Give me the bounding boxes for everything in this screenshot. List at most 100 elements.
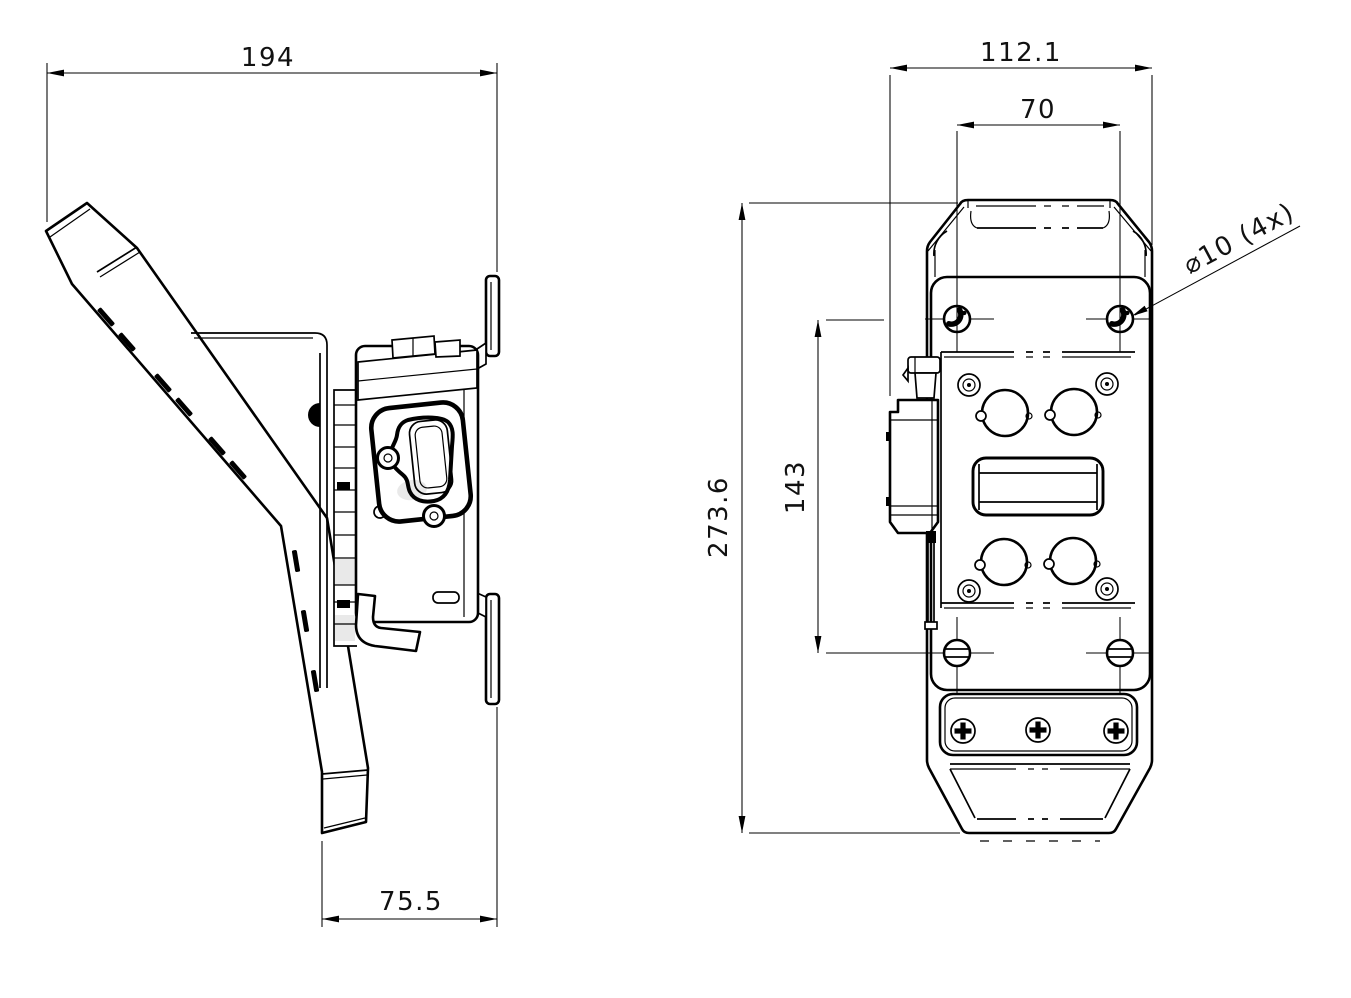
keying-nub [1025,412,1033,420]
dome-notch [1125,310,1130,316]
arrowhead [814,320,822,337]
dimension-112-1-label: 112.1 [980,38,1062,68]
slot-bars [979,472,1097,503]
connector-hole-top-right [1044,387,1102,437]
panel-screw-top-right [1095,372,1119,396]
grip-rib [175,397,193,417]
slot-outer [971,456,1105,517]
foot-seam-inner [322,774,368,780]
handle-slot [971,456,1105,517]
panel-screw-top-left [957,373,981,397]
connector-wedge [901,365,909,384]
hole-callout-label: ⌀10 (4x) [1179,197,1300,280]
latch-top-bar-seam [357,368,478,382]
keying-notch [1043,558,1055,570]
flange-tab-lower [484,592,501,706]
dimension-75-5: 75.5 [321,707,498,927]
connector-hole-bottom-left [974,537,1032,587]
grip-rib [97,307,115,327]
keying-nub [1024,561,1032,569]
inspection-window [408,419,454,495]
screw-mid [1100,377,1114,391]
dimension-273-6: 273.6 [704,202,960,834]
gasket-outline [388,415,455,504]
bottom-cap [949,763,1131,842]
screw-dot [1105,382,1109,386]
flange-tab-upper [484,274,501,358]
pad-end-inner-line [49,208,91,238]
leader-arrowhead [1132,305,1148,316]
panel-screw-bottom-left [957,579,981,603]
wall-flange [484,274,501,706]
window-outer [408,419,454,495]
rail-shade [335,615,355,641]
foot-seam [321,769,369,775]
arrowhead [322,915,339,923]
keying-nub [1094,411,1102,419]
dome-notch [962,310,967,316]
arrowhead [738,203,746,220]
connector-hole [979,537,1029,587]
panel-screw-bottom-right [1095,577,1119,601]
screw-ring [422,504,446,528]
rail-shade [335,559,355,585]
arrowhead [480,915,497,923]
phillips-plate [938,692,1139,757]
connector-flange [907,356,941,374]
dimension-194-label: 194 [241,43,295,73]
phillips-cross [1035,721,1041,739]
gasket-shade [397,479,427,501]
side-view: 194 75.5 [44,43,501,927]
dimension-70: 70 [956,95,1121,352]
grip-rib [229,460,247,480]
cap-corner-seams [967,200,1111,208]
screw-dot [967,589,971,593]
rail-notch [337,600,350,608]
plate-edge [191,332,328,688]
slotted-screw [942,638,972,668]
screw-center [383,453,393,463]
rail-strip [333,389,357,647]
housing-notch [886,497,891,506]
window-inner [414,425,448,489]
connector-hole [980,388,1030,438]
arrowhead [47,69,64,77]
side-housing [886,356,941,630]
grip-rib [291,549,301,573]
screw-mid [1100,582,1114,596]
screw-center [429,511,439,521]
dome-highlight [1109,307,1127,327]
rail-notch [337,482,350,490]
grip-rib [310,669,320,693]
phillips-screw-right [1103,718,1129,744]
cap-side-seams [934,250,1146,277]
connector-hole-bottom-right [1043,536,1101,586]
dimension-112-1: 112.1 [889,38,1153,396]
grip-rib [300,609,310,633]
keying-notch [1044,409,1056,421]
housing-seams [890,419,938,516]
dimension-75-5-label: 75.5 [379,887,443,917]
grip-rib [118,332,136,352]
mounting-plate [191,332,328,688]
leader-line [1134,225,1301,316]
grip-rib [154,373,172,393]
phillips-screw-left [950,718,976,744]
keying-nub [1093,560,1101,568]
housing-body [888,398,940,535]
cap-bar-ends [970,210,1110,229]
cover-screw-lower [422,504,446,528]
screw-slot [1107,648,1133,658]
dimension-194: 194 [46,43,498,272]
cover-screw-upper [376,446,400,470]
connector-hole [1049,387,1099,437]
housing-strip-cap [924,621,938,630]
grip-rib [208,436,226,456]
arrowhead [957,121,974,129]
latch-hook [354,592,422,653]
dimension-273-6-label: 273.6 [704,476,734,558]
slotted-screw [1105,638,1135,668]
front-view: 112.1 70 273.6 143 [704,38,1301,842]
arrowhead [480,69,497,77]
